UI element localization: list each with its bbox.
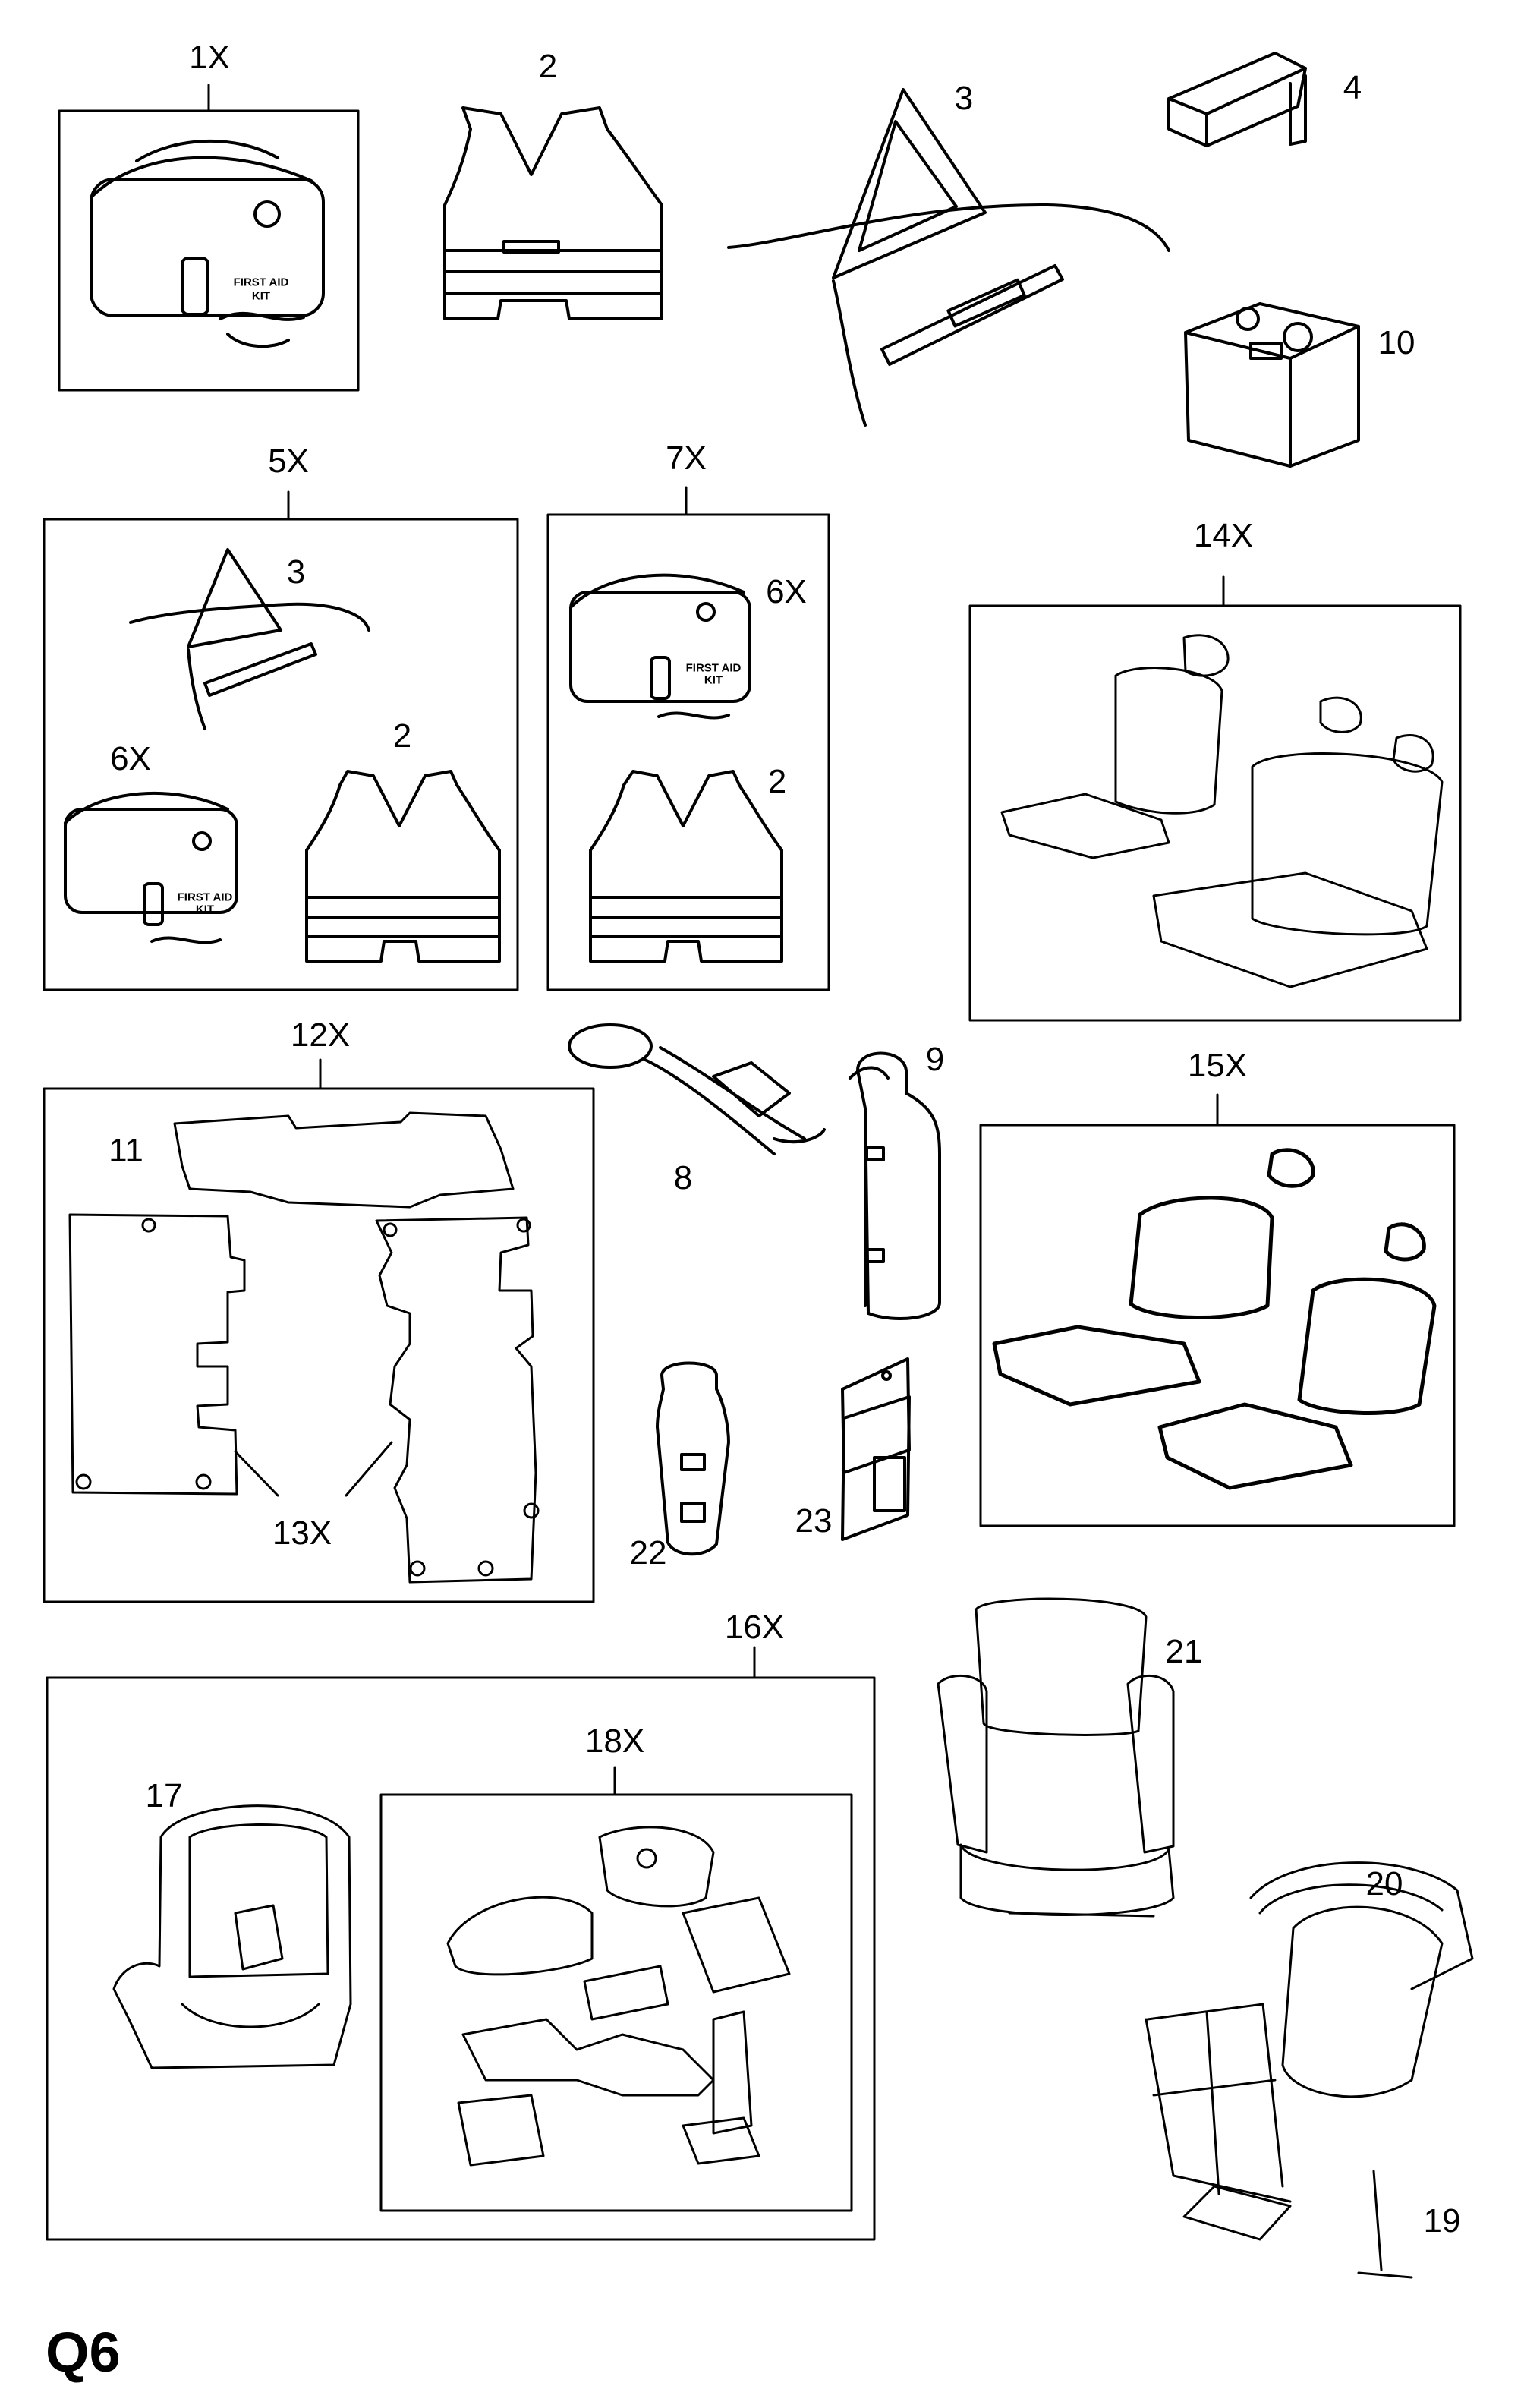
bottle-icon (657, 1363, 729, 1555)
callout-13X: 13X (272, 1514, 332, 1552)
seat-covers-14X-icon (1002, 635, 1442, 987)
kit-text-1X: FIRST AID (233, 276, 289, 289)
safety-vest-7X-icon (590, 771, 782, 961)
callout-22: 22 (629, 1534, 667, 1571)
callout-14X: 14X (1193, 517, 1254, 554)
callout-4: 4 (1343, 69, 1362, 106)
callout-16X: 16X (724, 1609, 785, 1646)
triangle-5X-icon (131, 550, 369, 729)
callout-1X: 1X (189, 39, 230, 76)
kit-text-7X-2: KIT (704, 673, 723, 687)
callout-10: 10 (1378, 324, 1415, 361)
callout-9: 9 (925, 1041, 945, 1078)
compressor-icon (1186, 304, 1359, 466)
callout-12X: 12X (290, 1016, 351, 1054)
safety-vest-5X-icon (307, 771, 499, 961)
callout-11: 11 (109, 1132, 143, 1169)
safety-vest-icon (445, 108, 662, 319)
tow-rope-icon (569, 1025, 824, 1154)
frame-12X (44, 1089, 594, 1602)
accessories-18X-icon (448, 1827, 789, 2165)
callout-2: 2 (538, 48, 558, 85)
kit-text-5X-2: KIT (195, 903, 215, 916)
kit-text-5X: FIRST AID (177, 890, 233, 904)
kit-text-7X: FIRST AID (685, 661, 742, 675)
leader-lines (209, 85, 1223, 1795)
clip-icon (1169, 53, 1305, 146)
frame-15X (981, 1125, 1454, 1526)
callout-5X: 5X (268, 443, 309, 480)
callout-21: 21 (1165, 1633, 1203, 1670)
warning-triangle-icon (729, 90, 1169, 425)
page-id-label: Q6 (46, 2321, 121, 2384)
callout-20: 20 (1365, 1865, 1403, 1902)
kit-text-1X-2: KIT (251, 289, 271, 303)
frame-18X (381, 1795, 852, 2211)
frame-14X (970, 606, 1460, 1020)
callout-5X-3: 3 (286, 553, 306, 591)
frame-7X (548, 515, 829, 990)
callout-5X-2: 2 (392, 717, 412, 755)
seat-covers-15X-icon (994, 1150, 1434, 1488)
callout-15X: 15X (1187, 1047, 1248, 1084)
callout-23: 23 (795, 1502, 833, 1540)
first-aid-kit-icon (91, 141, 323, 346)
first-aid-kit-7X-icon (571, 575, 750, 718)
infant-carrier-icon (1146, 1863, 1472, 2277)
callout-7X: 7X (666, 440, 707, 477)
callout-17: 17 (145, 1777, 183, 1814)
first-aid-kit-5X-icon (65, 793, 237, 943)
callout-3: 3 (954, 80, 974, 117)
frame-5X (44, 519, 518, 990)
callout-18X: 18X (584, 1722, 645, 1760)
callout-7X-2: 2 (767, 763, 787, 800)
floor-mats-12X-icon (70, 1113, 538, 1582)
frame-16X (47, 1678, 874, 2239)
fire-extinguisher-icon (850, 1054, 940, 1319)
frame-1X (59, 111, 358, 390)
package-box-icon (842, 1359, 909, 1540)
callout-7X-6X: 6X (766, 573, 807, 610)
callout-8: 8 (673, 1159, 693, 1196)
callout-5X-6X: 6X (110, 740, 151, 777)
booster-seat-icon (938, 1599, 1173, 1916)
callout-19: 19 (1423, 2202, 1461, 2239)
child-seat-icon (114, 1806, 351, 2068)
